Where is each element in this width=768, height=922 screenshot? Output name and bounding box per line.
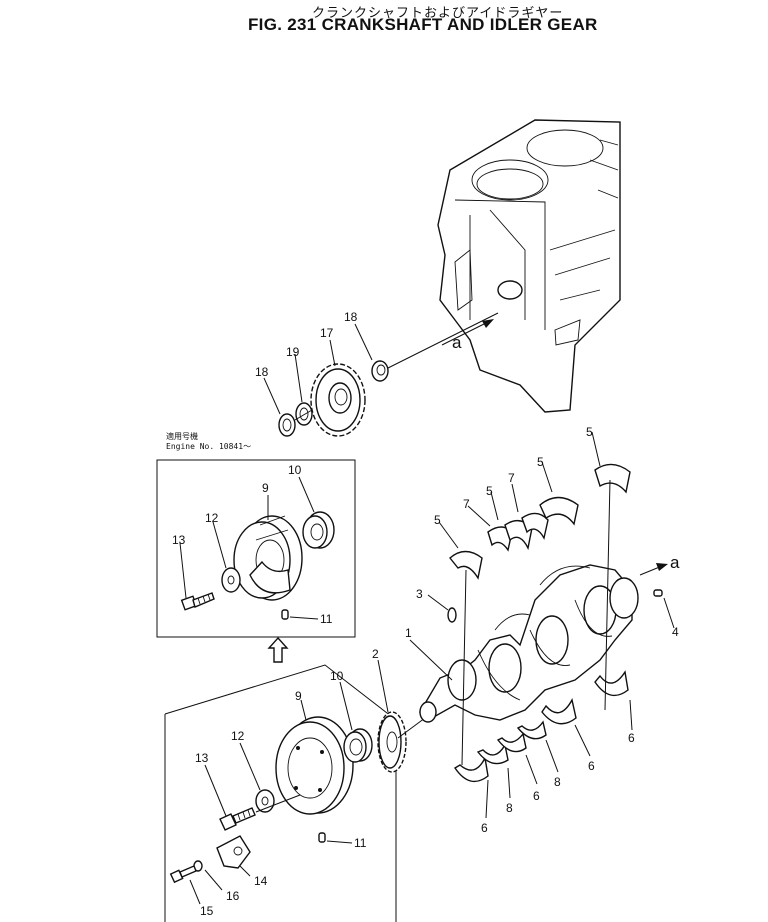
bolt-13-new — [180, 592, 215, 611]
title-japanese: クランクシャフトおよびアイドラギヤー — [312, 6, 564, 21]
callout-12-new: 12 — [205, 511, 219, 525]
pin-11-old — [318, 832, 326, 843]
inset-box-new-type — [156, 459, 356, 638]
bolt-13-old — [219, 807, 256, 831]
callout-10-old: 10 — [330, 669, 344, 683]
upper-bearing-shells — [449, 463, 631, 580]
idler-gear-17 — [310, 363, 366, 437]
lower-bearing-shells — [454, 670, 629, 783]
callout-11-new: 11 — [320, 612, 333, 626]
key-3 — [447, 607, 457, 623]
callout-3: 3 — [416, 587, 423, 601]
cylinder-block — [437, 119, 621, 413]
callout-19: 19 — [286, 345, 300, 359]
callout-5-a: 5 — [586, 425, 593, 439]
callout-5-b: 5 — [537, 455, 544, 469]
callout-17: 17 — [320, 326, 334, 340]
dowel-pin-4 — [653, 589, 663, 597]
callout-5-c: 5 — [486, 484, 493, 498]
callout-13-new: 13 — [172, 533, 186, 547]
bushing-18-left — [278, 413, 296, 437]
callout-11-old: 11 — [354, 836, 367, 850]
callout-1: 1 — [405, 626, 412, 640]
callout-12-old: 12 — [231, 729, 245, 743]
callout-9-old: 9 — [295, 689, 302, 703]
crank-gear-2 — [377, 711, 407, 773]
callout-4: 4 — [672, 625, 679, 639]
callout-18-left: 18 — [255, 365, 269, 379]
crankshaft-1 — [419, 564, 639, 723]
callout-7-a: 7 — [508, 471, 515, 485]
bushing-18-right — [371, 360, 389, 382]
thrust-washer-19 — [295, 402, 313, 426]
pin-11-new — [281, 609, 289, 620]
callout-6-d: 6 — [481, 821, 488, 835]
seal-10-old — [343, 728, 373, 763]
inset-box-old-type — [164, 664, 397, 922]
callout-14: 14 — [254, 874, 268, 888]
callout-10-new: 10 — [288, 463, 302, 477]
idler-axis-line — [387, 312, 499, 369]
callout-13-old: 13 — [195, 751, 209, 765]
updated-parts-arrow — [267, 636, 289, 663]
callout-7-b: 7 — [463, 497, 470, 511]
callout-8-a: 8 — [554, 775, 561, 789]
figure-title: FIG. 231 CRANKSHAFT AND IDLER GEAR — [248, 15, 598, 34]
bolt-15 — [169, 865, 197, 884]
callout-15: 15 — [200, 904, 214, 918]
callout-18-right: 18 — [344, 310, 358, 324]
view-arrow-a-upper: a — [441, 319, 494, 352]
callout-5-d: 5 — [434, 513, 441, 527]
engine-note-japanese: 適用号機 — [166, 432, 198, 441]
seal-10-new — [302, 511, 335, 549]
engine-serial-note: 適用号機 Engine No. 10841～ — [166, 432, 251, 452]
callout-6-b: 6 — [588, 759, 595, 773]
pulley-9-new — [233, 515, 303, 601]
view-label-a-right: a — [670, 553, 680, 572]
engine-note-serial: Engine No. 10841～ — [166, 442, 252, 451]
pulley-9-old — [275, 716, 354, 815]
view-arrow-a-right: a — [639, 553, 680, 576]
callout-8-b: 8 — [506, 801, 513, 815]
callout-9-new: 9 — [262, 481, 269, 495]
view-label-a-upper: a — [452, 333, 462, 352]
callout-2: 2 — [372, 647, 379, 661]
callout-6-c: 6 — [533, 789, 540, 803]
damper-weight-14 — [216, 835, 251, 869]
callout-6-a: 6 — [628, 731, 635, 745]
washer-12-new — [221, 567, 241, 593]
callout-16: 16 — [226, 889, 240, 903]
callout-labels: 1 2 3 4 5 5 5 5 5 6 6 6 6 7 7 8 8 9 9 10… — [172, 310, 679, 918]
leader-lines — [179, 323, 675, 905]
